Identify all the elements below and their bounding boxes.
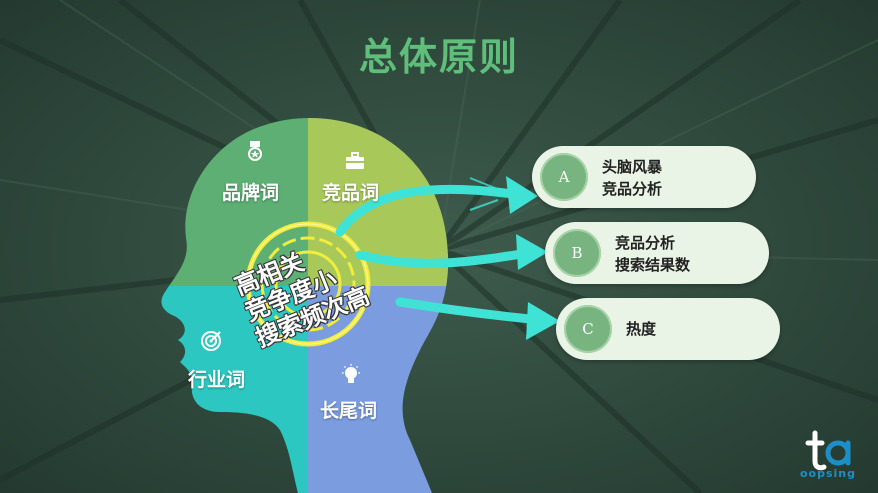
competitor-quadrant-label: 竞品词 (322, 182, 380, 204)
item-c-line: 热度 (626, 320, 657, 338)
industry-quadrant-label: 行业词 (188, 369, 246, 391)
arrows (335, 184, 545, 325)
item-b-line: 搜索结果数 (615, 256, 691, 274)
arrow-head-a (506, 176, 538, 214)
item-a-line: 竞品分析 (602, 180, 663, 198)
lightbulb-icon (342, 364, 360, 383)
item-b-line: 竞品分析 (615, 234, 676, 252)
longtail-quadrant-label: 长尾词 (320, 400, 378, 422)
arrow-head-b (516, 234, 548, 270)
briefcase-icon (346, 152, 364, 169)
target-icon (201, 331, 221, 351)
item-b-badge: B (553, 229, 601, 277)
item-c-badge: C (564, 305, 612, 353)
item-a-line: 头脑风暴 (602, 158, 663, 176)
item-c: C 热度 (556, 298, 780, 360)
item-a: A 头脑风暴 竞品分析 (532, 146, 756, 208)
item-a-badge: A (540, 153, 588, 201)
page-title: 总体原则 (358, 35, 519, 79)
logo-text: oopsing (800, 467, 857, 480)
brand-quadrant-label: 品牌词 (222, 182, 280, 204)
center-target (245, 221, 371, 347)
ta-logo-icon (805, 430, 851, 471)
medal-icon (248, 141, 262, 161)
item-b: B 竞品分析 搜索结果数 (545, 222, 769, 284)
arrow-head-c (526, 302, 560, 340)
